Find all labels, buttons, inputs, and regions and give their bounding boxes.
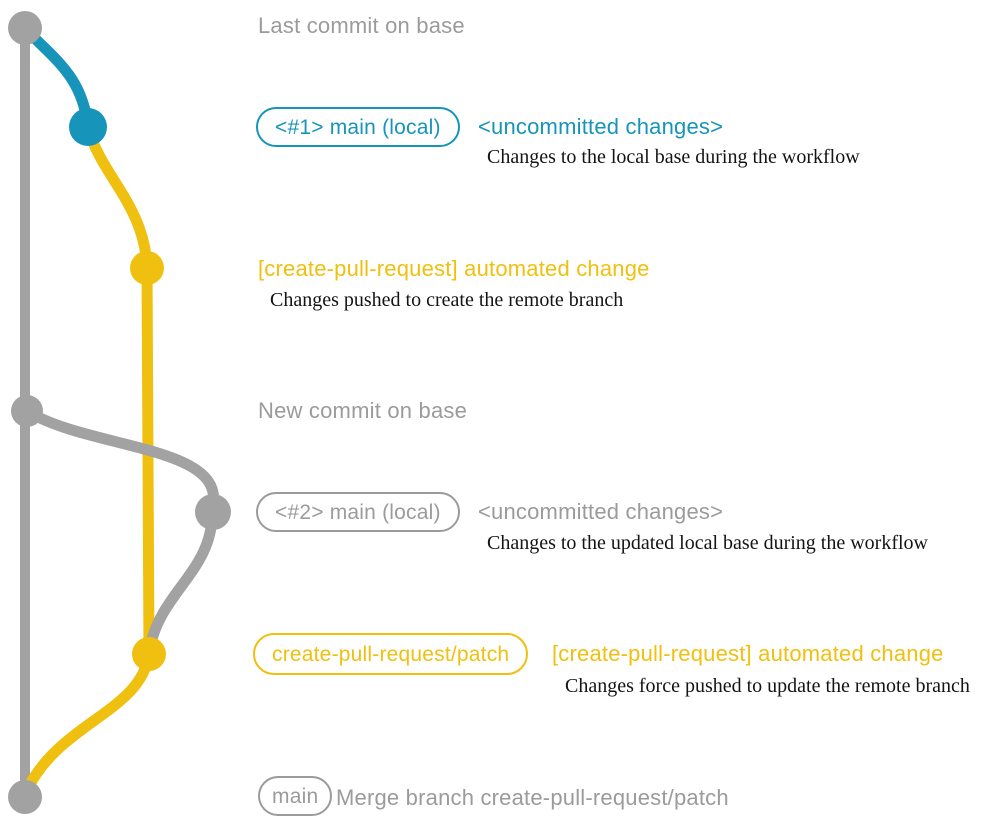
commit-node-last-base — [8, 11, 42, 45]
automated-change-caption-1: Changes pushed to create the remote bran… — [270, 289, 624, 311]
automated-change-label-1: [create-pull-request] automated change — [258, 256, 650, 281]
uncommitted-changes-caption-1: Changes to the local base during the wor… — [487, 146, 860, 168]
automated-change-caption-2: Changes force pushed to update the remot… — [565, 675, 970, 697]
branch-badge-main-local-1: <#1> main (local) — [256, 107, 460, 147]
new-commit-label: New commit on base — [258, 398, 468, 423]
branch-badge-main: main — [258, 776, 333, 816]
commit-node-local-head-1 — [69, 108, 107, 146]
merge-curve — [21, 648, 155, 796]
branch-badge-create-pull-request-patch: create-pull-request/patch — [253, 633, 529, 675]
commit-node-remote-push-2 — [132, 637, 166, 671]
rebase-curve-1 — [21, 405, 220, 515]
uncommitted-changes-caption-2: Changes to the updated local base during… — [487, 532, 928, 554]
commit-node-new-base — [11, 395, 43, 427]
last-commit-label: Last commit on base — [258, 13, 465, 38]
remote-branch-line — [82, 121, 155, 660]
uncommitted-changes-label-2: <uncommitted changes> — [478, 499, 724, 524]
commit-node-remote-push-1 — [130, 251, 164, 285]
commit-node-local-head-2 — [195, 494, 231, 530]
uncommitted-changes-label-1: <uncommitted changes> — [478, 114, 724, 139]
rebase-curve-2 — [144, 505, 218, 654]
merge-commit-label: Merge branch create-pull-request/patch — [336, 785, 729, 810]
automated-change-label-2: [create-pull-request] automated change — [552, 641, 944, 666]
commit-node-merge — [8, 780, 42, 814]
branch-badge-main-local-2: <#2> main (local) — [256, 492, 460, 532]
